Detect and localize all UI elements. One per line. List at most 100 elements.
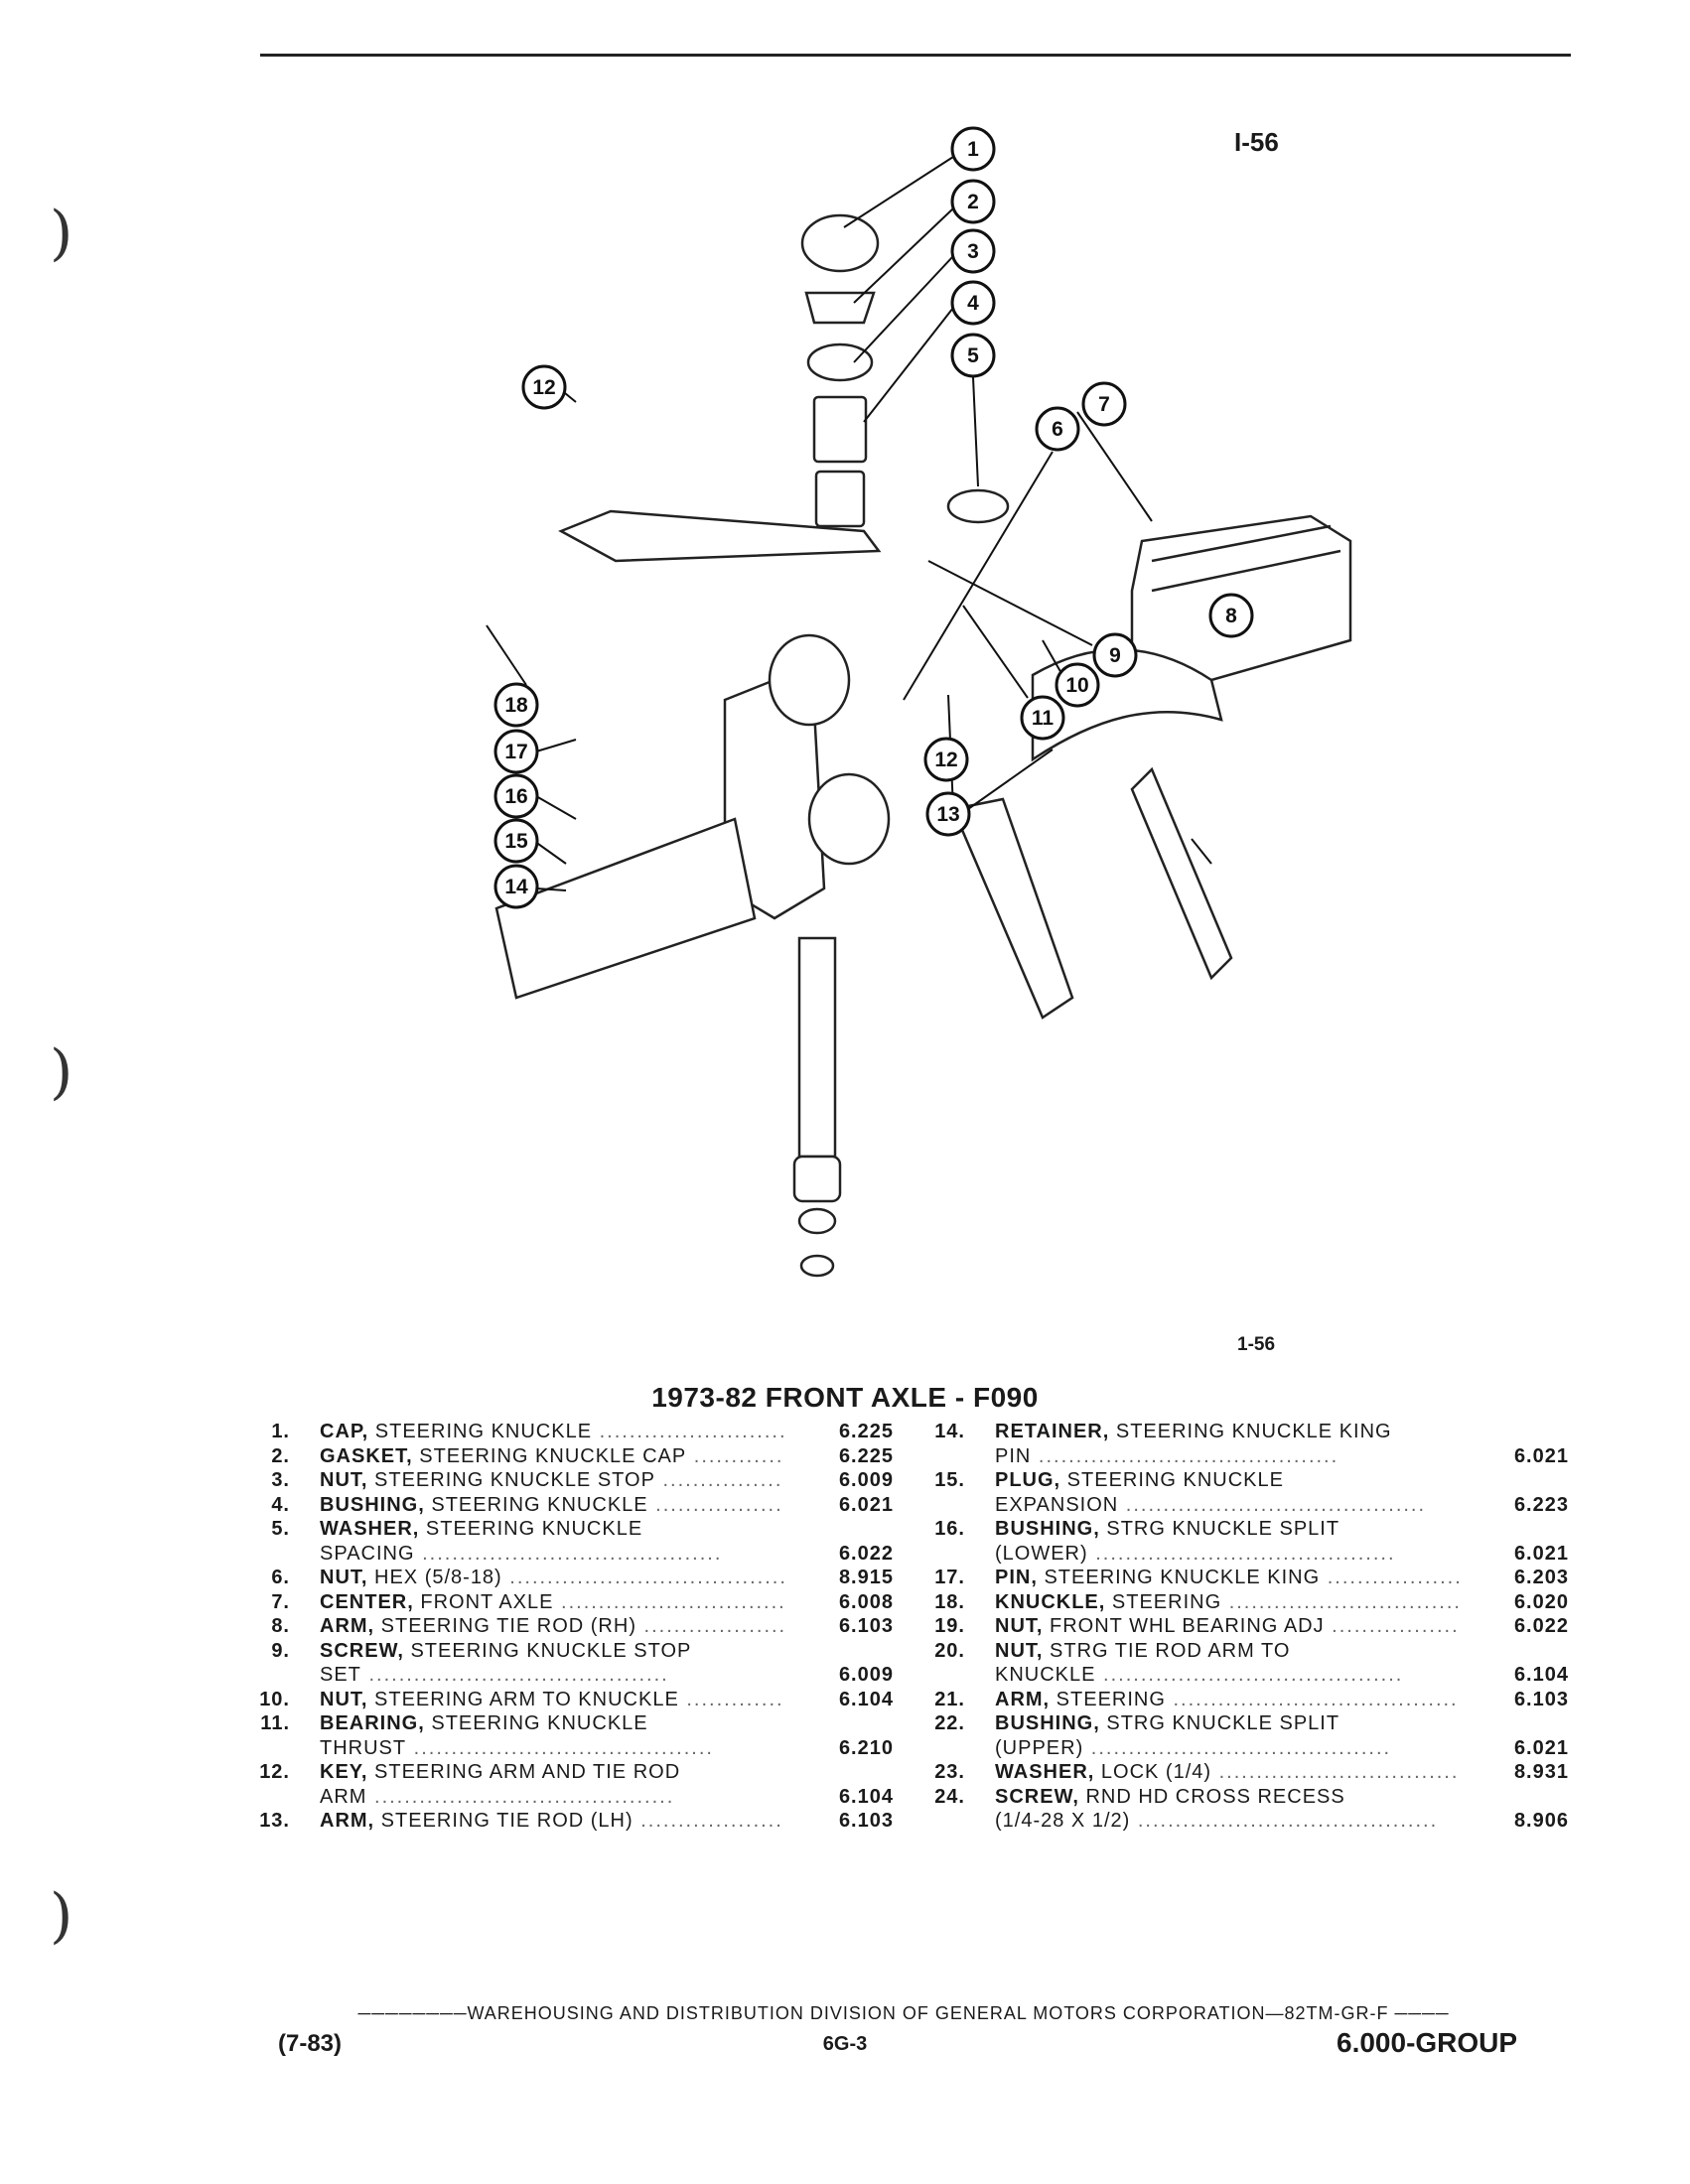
- part-name: BUSHING,: [995, 1712, 1100, 1734]
- part-description: ARM, STEERING TIE ROD (LH) .............…: [320, 1809, 784, 1834]
- svg-text:7: 7: [1098, 393, 1110, 416]
- part-desc-text: STEERING KNUCKLE: [368, 1421, 593, 1442]
- svg-text:10: 10: [1065, 674, 1088, 697]
- part-description: ARM, STEERING TIE ROD (RH) .............…: [320, 1614, 784, 1639]
- part-name: BEARING,: [320, 1712, 425, 1734]
- callout-5: 5: [950, 333, 996, 487]
- part-desc-text: STRG KNUCKLE SPLIT: [1099, 1518, 1340, 1540]
- part-number: 11.: [260, 1712, 290, 1734]
- part-number: 3.: [271, 1469, 290, 1491]
- parts-list-item: 24. SCREW, RND HD CROSS RECESS(1/4-28 X 1…: [933, 1785, 1569, 1834]
- binder-hole-mark: ): [50, 1037, 73, 1107]
- part-description: GASKET, STEERING KNUCKLE CAP ...........…: [320, 1444, 784, 1469]
- parts-list-item: 16.BUSHING, STRG KNUCKLE SPLIT(LOWER) ..…: [933, 1517, 1569, 1566]
- callout-15: 15: [493, 818, 567, 865]
- part-number: 20.: [934, 1639, 965, 1662]
- part-desc-text: STRG TIE ROD ARM TO: [1043, 1639, 1291, 1662]
- part-desc-continuation: KNUCKLE: [995, 1664, 1096, 1686]
- part-number: 16.: [934, 1518, 965, 1540]
- part-description: CENTER, FRONT AXLE .....................…: [320, 1590, 784, 1615]
- part-desc-text: HEX (5/8-18): [367, 1567, 502, 1588]
- part-number: 5.: [271, 1518, 290, 1540]
- part-name: PLUG,: [995, 1469, 1061, 1491]
- part-group-code: 6.103: [838, 1615, 894, 1637]
- svg-text:2: 2: [967, 191, 979, 213]
- callout-3: 3: [853, 228, 996, 363]
- part-group-code: 8.906: [1513, 1810, 1569, 1832]
- part-desc-continuation: PIN: [995, 1444, 1032, 1467]
- part-group-code: 6.022: [838, 1542, 894, 1565]
- parts-list-item: 10.NUT, STEERING ARM TO KNUCKLE ........…: [258, 1688, 894, 1712]
- dot-leader: ........................................: [1218, 1761, 1460, 1783]
- parts-list-item: 2. GASKET, STEERING KNUCKLE CAP .........…: [258, 1444, 894, 1469]
- part-number: 24.: [934, 1785, 965, 1808]
- part-desc-text: RND HD CROSS RECESS: [1078, 1785, 1345, 1808]
- parts-list-item: 17.PIN, STEERING KNUCKLE KING ..........…: [933, 1566, 1569, 1590]
- svg-text:15: 15: [504, 830, 528, 853]
- svg-text:12: 12: [934, 749, 957, 771]
- part-desc-continuation: (LOWER): [995, 1542, 1088, 1565]
- part-name: BUSHING,: [320, 1493, 425, 1516]
- callout-14: 14: [493, 864, 567, 909]
- part-name: CAP,: [320, 1421, 369, 1442]
- part-desc-continuation: SET: [320, 1664, 361, 1686]
- dot-leader: ........................................: [1031, 1444, 1339, 1467]
- part-description: BUSHING, STRG KNUCKLE SPLIT(LOWER) .....…: [995, 1517, 1460, 1566]
- part-description: SCREW, RND HD CROSS RECESS(1/4-28 X 1/2)…: [995, 1785, 1460, 1834]
- footer-division-text: WAREHOUSING AND DISTRIBUTION DIVISION OF…: [467, 2003, 1389, 2023]
- diagram-title: 1973-82 FRONT AXLE - F090: [651, 1382, 1039, 1413]
- part-number: 19.: [934, 1615, 965, 1637]
- svg-text:11: 11: [1032, 707, 1055, 730]
- part-name: GASKET,: [320, 1444, 413, 1467]
- part-desc-text: STEERING: [1050, 1688, 1166, 1710]
- dot-leader: ........................................: [414, 1542, 723, 1565]
- part-name: SCREW,: [995, 1785, 1079, 1808]
- top-rule: [260, 54, 1571, 57]
- footer-page-number: 6G-3: [822, 2033, 868, 2055]
- dot-leader: ........................................: [599, 1421, 784, 1442]
- part-number: 9.: [271, 1639, 290, 1662]
- svg-text:5: 5: [967, 344, 979, 367]
- dot-leader: ........................................: [1327, 1567, 1460, 1588]
- footer-division-line: ────────WAREHOUSING AND DISTRIBUTION DIV…: [357, 2003, 1450, 2023]
- parts-list-item: 8. ARM, STEERING TIE ROD (RH) ...........…: [258, 1614, 894, 1639]
- part-name: NUT,: [320, 1469, 368, 1491]
- binder-hole-mark: ): [50, 1881, 73, 1951]
- part-name: KNUCKLE,: [995, 1590, 1106, 1613]
- callout-11: 11: [962, 605, 1065, 741]
- part-desc-text: STEERING KNUCKLE KING: [1037, 1567, 1321, 1588]
- svg-text:12: 12: [532, 376, 555, 399]
- part-name: WASHER,: [320, 1518, 420, 1540]
- part-name: PIN,: [995, 1567, 1038, 1588]
- dot-leader: ........................................: [1083, 1736, 1392, 1759]
- axle-center-drawing: [1031, 514, 1352, 762]
- part-desc-text: STEERING KNUCKLE: [419, 1518, 643, 1540]
- part-group-code: 6.225: [838, 1444, 894, 1467]
- dot-leader: ........................................: [366, 1785, 675, 1808]
- dot-leader: ........................................: [1332, 1615, 1460, 1637]
- part-number: 2.: [271, 1444, 290, 1467]
- figure-caption: 1-56: [1237, 1334, 1276, 1355]
- dot-leader: ........................................: [686, 1688, 784, 1710]
- part-group-code: 6.008: [838, 1590, 894, 1613]
- part-desc-text: STEERING ARM AND TIE ROD: [367, 1761, 681, 1783]
- svg-text:6: 6: [1052, 418, 1063, 441]
- part-number: 6.: [271, 1567, 290, 1588]
- part-group-code: 6.009: [838, 1664, 894, 1686]
- callout-12b: 12: [923, 694, 969, 810]
- dot-leader: ........................................: [662, 1469, 784, 1491]
- svg-text:1: 1: [967, 138, 979, 161]
- footer-group: 6.000-GROUP: [1337, 2027, 1518, 2058]
- parts-list-item: 4.BUSHING, STEERING KNUCKLE ............…: [258, 1493, 894, 1518]
- part-name: ARM,: [995, 1688, 1051, 1710]
- parts-list-item: 22.BUSHING, STRG KNUCKLE SPLIT(UPPER) ..…: [933, 1711, 1569, 1760]
- part-number: 18.: [934, 1590, 965, 1613]
- svg-text:4: 4: [967, 292, 979, 315]
- part-number: 8.: [271, 1615, 290, 1637]
